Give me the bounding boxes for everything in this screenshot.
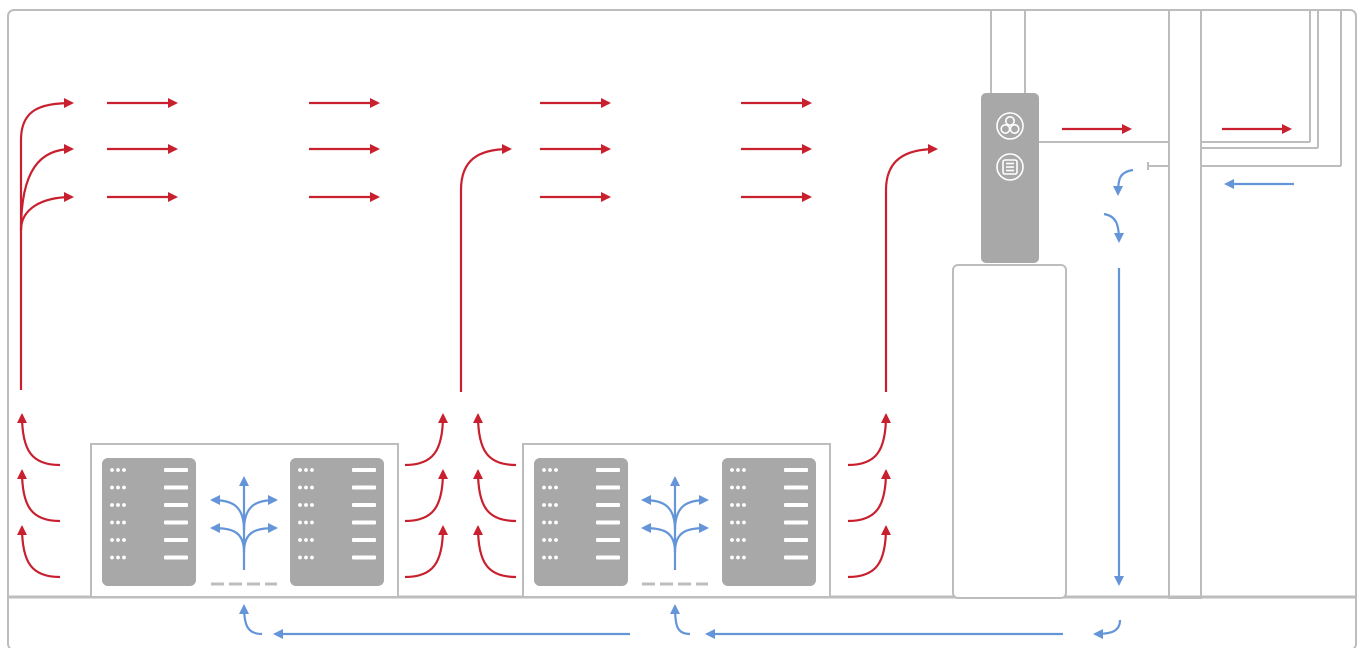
filter-icon bbox=[996, 153, 1024, 181]
cold-air-arrow bbox=[242, 495, 278, 531]
hot-air-arrow bbox=[17, 525, 61, 579]
hot-air-arrow bbox=[847, 413, 891, 467]
hot-air-arrow bbox=[473, 413, 517, 467]
hot-air-arrow bbox=[19, 98, 74, 390]
hot-air-arrow bbox=[404, 413, 448, 467]
cold-air-arrow bbox=[670, 604, 691, 636]
fan-icon bbox=[996, 112, 1024, 140]
server-rack bbox=[102, 458, 196, 586]
hot-air-arrow bbox=[404, 469, 448, 523]
hot-air-arrow bbox=[473, 469, 517, 523]
server-rack bbox=[534, 458, 628, 586]
server-rack bbox=[722, 458, 816, 586]
cold-air-arrow bbox=[1113, 168, 1134, 196]
hot-air-arrow bbox=[847, 525, 891, 579]
hot-air-arrow bbox=[473, 525, 517, 579]
hot-air-arrow bbox=[19, 144, 74, 231]
server-rack bbox=[290, 458, 384, 586]
cooling-unit-head bbox=[981, 93, 1039, 263]
cold-air-arrow bbox=[1093, 619, 1122, 639]
hot-air-arrow bbox=[17, 413, 61, 467]
hot-air-arrow bbox=[404, 525, 448, 579]
hot-air-arrow bbox=[884, 144, 938, 392]
room-outline bbox=[7, 9, 1357, 648]
hot-air-arrow bbox=[19, 192, 74, 231]
cold-air-arrow bbox=[673, 495, 709, 531]
cold-air-arrow bbox=[1103, 212, 1124, 243]
cold-air-arrow bbox=[673, 523, 709, 553]
cooling-unit-body bbox=[952, 264, 1067, 599]
ceiling-duct bbox=[990, 9, 1342, 599]
cold-air-arrow bbox=[239, 604, 263, 636]
hot-air-arrow bbox=[459, 144, 512, 392]
hot-air-arrow bbox=[17, 469, 61, 523]
hot-air-arrow bbox=[847, 469, 891, 523]
cold-air-arrow bbox=[242, 523, 278, 553]
